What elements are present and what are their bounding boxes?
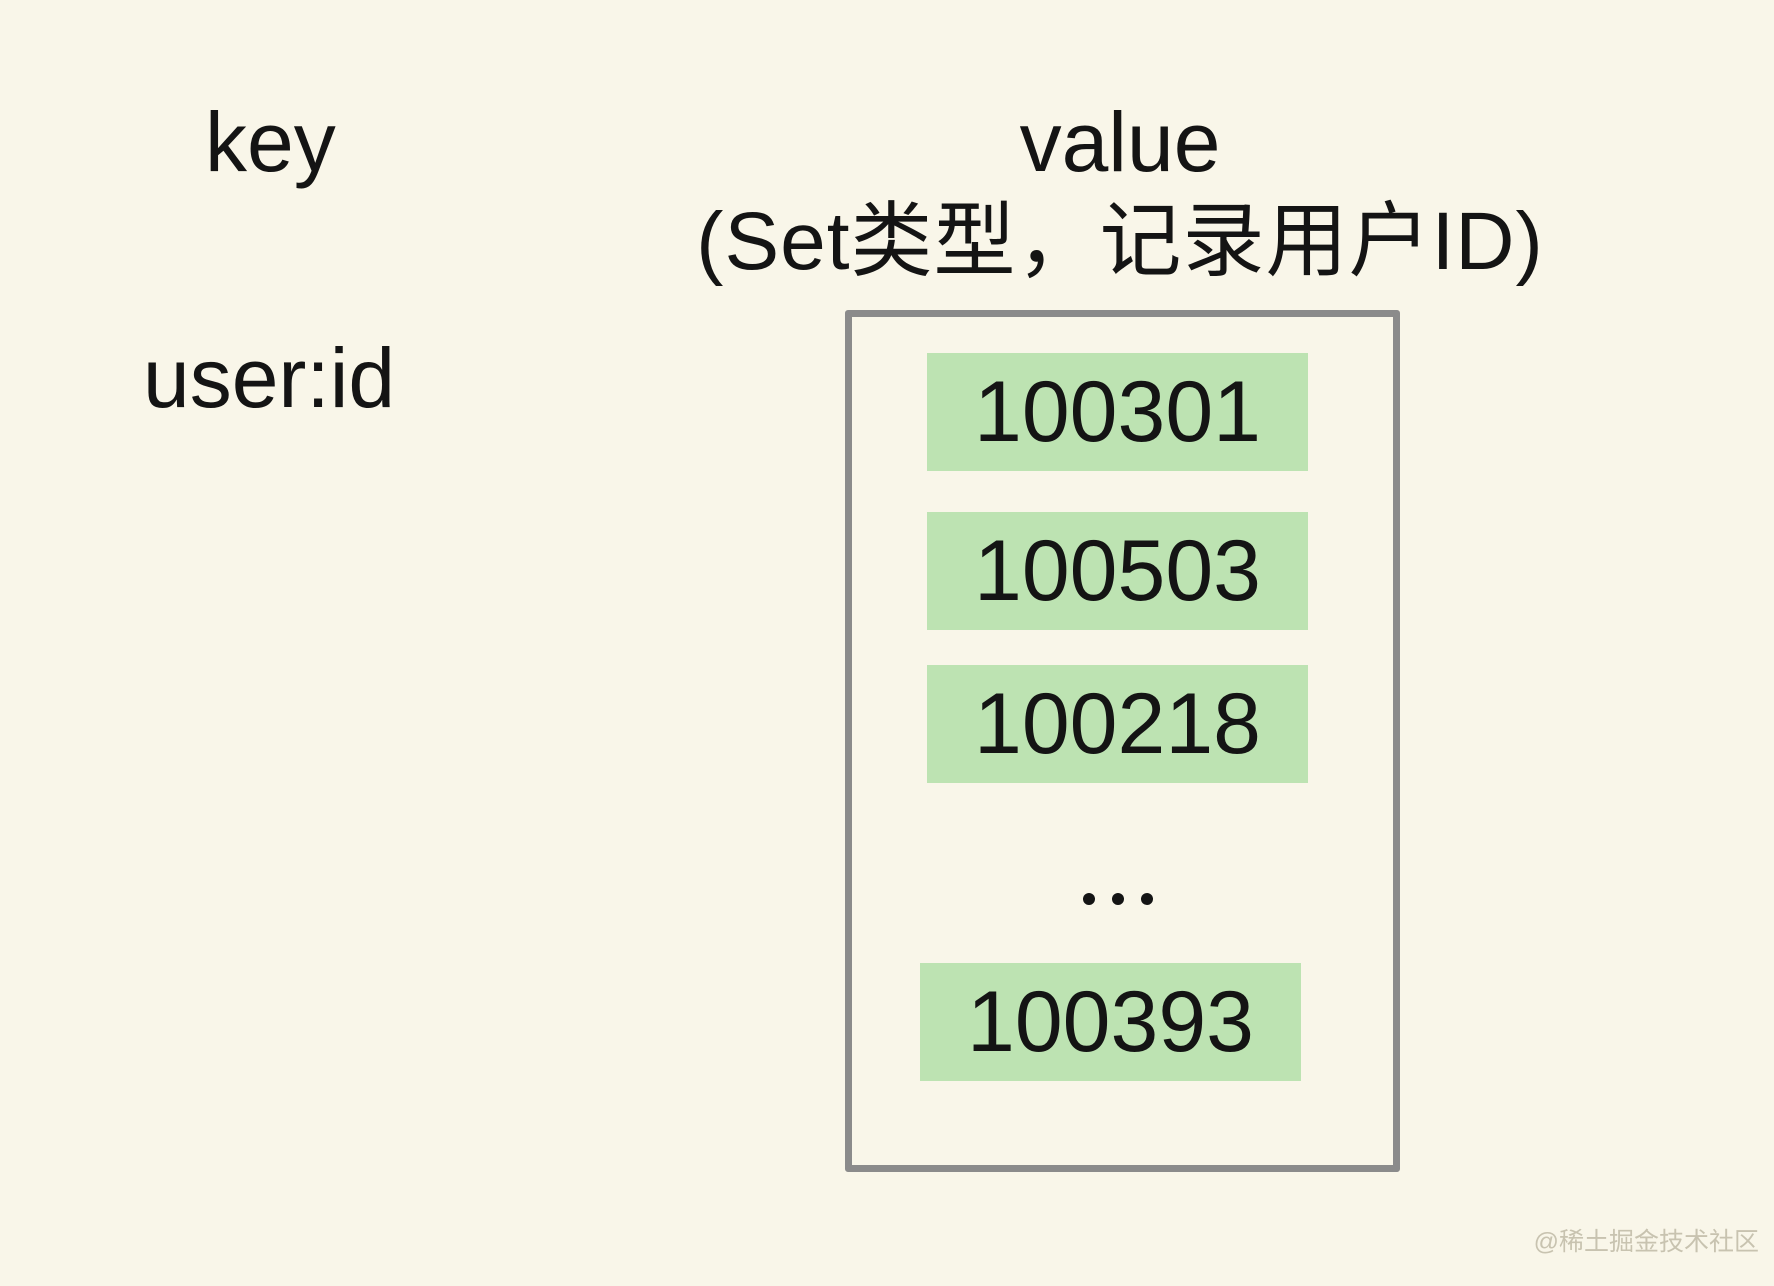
watermark: @稀土掘金技术社区 [1533,1228,1759,1256]
set-member-cell: 100218 [927,665,1308,783]
ellipsis-dot [1111,893,1124,905]
set-member-cell: 100393 [920,963,1301,1081]
key-column-header: key [205,95,336,189]
set-value-box: 100301 100503 100218 100393 [845,310,1400,1172]
ellipsis-dot [1140,893,1153,905]
value-column-subtitle: (Set类型，记录用户ID) [696,196,1544,287]
value-column-header: value [1019,95,1221,189]
set-member-cell: 100503 [927,512,1308,630]
set-member-cell: 100301 [927,353,1308,471]
key-name-label: user:id [143,331,396,425]
ellipsis [927,859,1308,939]
ellipsis-dot [1082,893,1095,905]
value-column-header-block: value (Set类型，记录用户ID) [560,92,1680,292]
